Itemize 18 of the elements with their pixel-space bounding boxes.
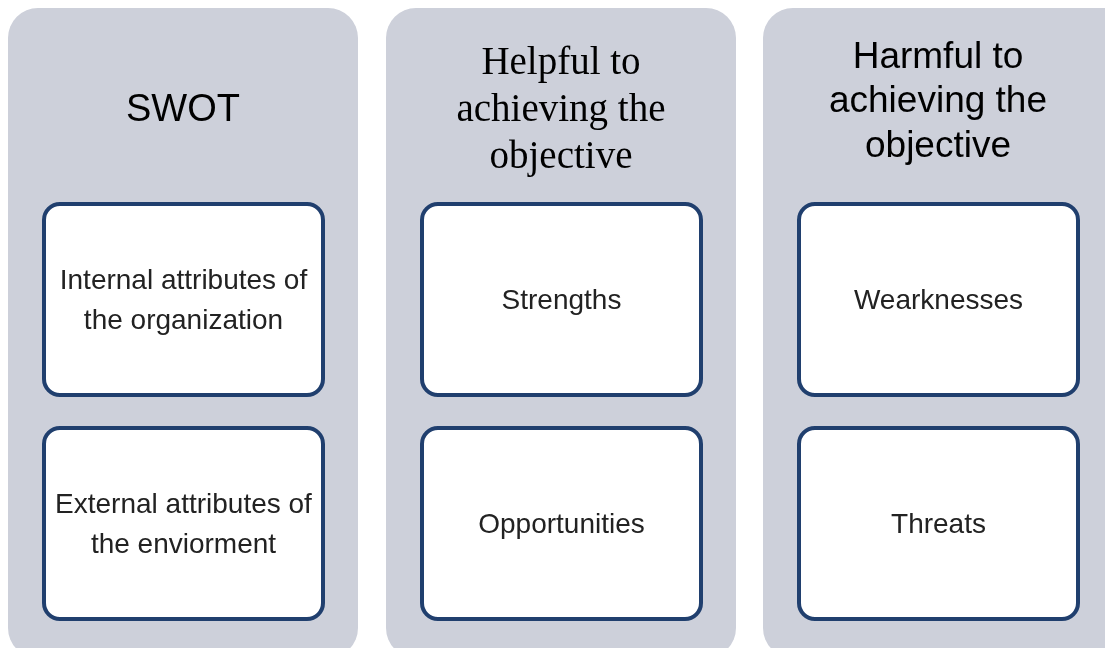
- column-panel: [763, 8, 1105, 648]
- box-label: Opportunities: [477, 506, 646, 541]
- category-box: [797, 202, 1080, 397]
- column-heading: SWOT: [125, 86, 241, 131]
- category-box: [42, 426, 325, 621]
- column-heading: Helpful to achieving the objective: [455, 38, 667, 179]
- box-label: External attributes of the enviorment: [54, 486, 313, 561]
- column-heading: Harmful to achieving the objective: [827, 34, 1048, 167]
- box-label: Threats: [890, 506, 987, 541]
- column-panel: [8, 8, 358, 648]
- category-box: [420, 426, 703, 621]
- category-box: [420, 202, 703, 397]
- column-panel: [386, 8, 736, 648]
- category-box: [797, 426, 1080, 621]
- box-label: Wearknesses: [852, 282, 1025, 317]
- box-label: Internal attributes of the organization: [58, 262, 309, 337]
- box-label: Strengths: [500, 282, 623, 317]
- category-box: [42, 202, 325, 397]
